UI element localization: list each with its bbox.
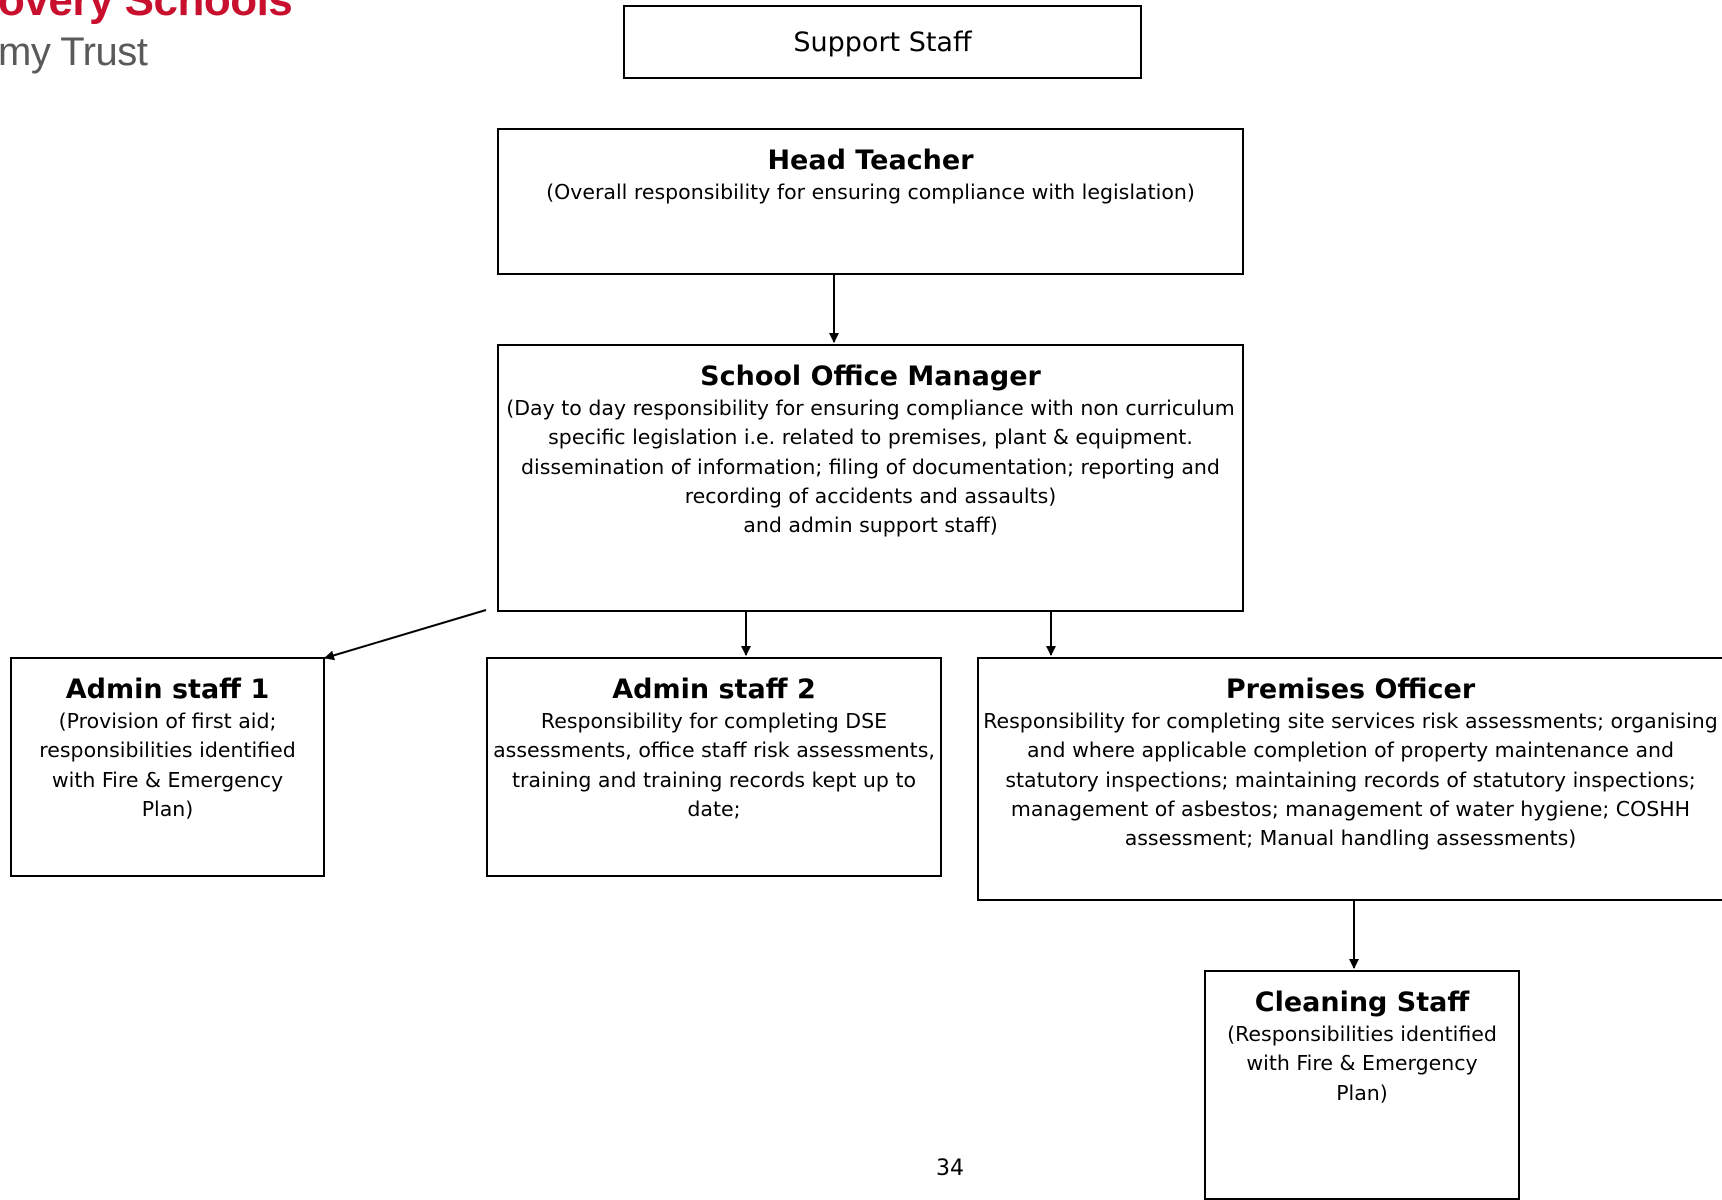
premises-officer-box: Premises Officer Responsibility for comp… — [977, 657, 1722, 901]
cleaning-staff-title: Cleaning Staff — [1254, 987, 1470, 1018]
premises-officer-title: Premises Officer — [1225, 674, 1476, 705]
admin-staff-1-box: Admin staff 1 (Provision of first aid; r… — [10, 657, 325, 877]
admin-staff-2-title: Admin staff 2 — [612, 674, 816, 705]
cleaning-staff-box: Cleaning Staff (Responsibilities identif… — [1204, 970, 1520, 1200]
head-teacher-title: Head Teacher — [767, 145, 974, 176]
head-teacher-description: (Overall responsibility for ensuring com… — [546, 180, 1195, 204]
admin-staff-2-description: Responsibility for completing DSE assess… — [493, 709, 935, 821]
page-number: 34 — [936, 1156, 964, 1181]
arrow-office-manager-to-admin-staff-1 — [324, 609, 487, 661]
logo-wordmark-line1: overy Schools — [0, 0, 293, 25]
cleaning-staff-description: (Responsibilities identified with Fire &… — [1227, 1022, 1497, 1105]
support-staff-header-box: Support Staff — [623, 5, 1142, 79]
school-office-manager-title: School Office Manager — [700, 361, 1041, 392]
school-office-manager-box: School Office Manager (Day to day respon… — [497, 344, 1244, 612]
premises-officer-description: Responsibility for completing site servi… — [983, 709, 1718, 851]
support-staff-label: Support Staff — [793, 26, 972, 58]
admin-staff-1-title: Admin staff 1 — [65, 674, 270, 705]
admin-staff-2-box: Admin staff 2 Responsibility for complet… — [486, 657, 942, 877]
logo-wordmark-line2: my Trust — [0, 30, 148, 74]
head-teacher-box: Head Teacher (Overall responsibility for… — [497, 128, 1244, 275]
admin-staff-1-description: (Provision of first aid; responsibilitie… — [39, 709, 296, 821]
school-office-manager-description: (Day to day responsibility for ensuring … — [506, 396, 1235, 538]
